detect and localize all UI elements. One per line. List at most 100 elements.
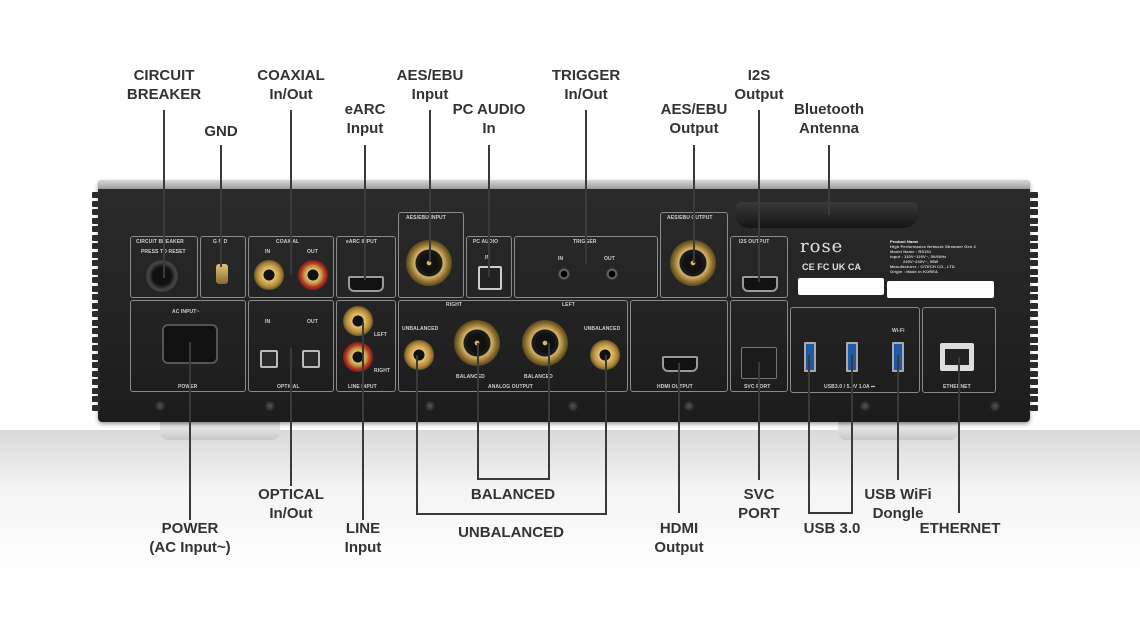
cooling-fin xyxy=(92,353,100,360)
label-aes-ebu-output: AES/EBU OUTPUT xyxy=(667,215,713,221)
callout-optical-line2: In/Out xyxy=(269,505,313,522)
leader-balanced-bar xyxy=(477,478,550,480)
cooling-fin xyxy=(92,294,100,300)
panel-gnd xyxy=(200,236,246,298)
leader-unbalanced-right xyxy=(416,355,418,515)
ethernet-port xyxy=(940,343,974,371)
serial-sticker-1 xyxy=(798,278,884,295)
panel-aes-ebu-input xyxy=(398,212,464,298)
label-optical: OPTICAL xyxy=(277,384,300,390)
callout-power: POWER (AC Input~) xyxy=(149,519,230,557)
callout-gnd: GND xyxy=(204,122,237,141)
callout-aes-ebu-output-line1: AES/EBU xyxy=(660,101,728,118)
leader-balanced-right xyxy=(477,343,479,480)
cooling-fin xyxy=(1030,362,1038,368)
cooling-fin xyxy=(1030,319,1038,326)
earc-hdmi-port xyxy=(348,276,384,292)
cooling-fin xyxy=(92,209,100,215)
label-unbalanced-right: UNBALANCED xyxy=(402,326,439,332)
screw xyxy=(990,401,1000,411)
cooling-fin xyxy=(92,328,100,334)
callout-optical-line1: OPTICAL xyxy=(258,486,324,503)
leader-usb-bar xyxy=(808,512,853,514)
callout-bluetooth: Bluetooth Antenna xyxy=(794,100,864,138)
callout-usb30: USB 3.0 xyxy=(804,519,861,538)
leader-coaxial xyxy=(290,110,292,275)
cooling-fin xyxy=(92,285,100,292)
leader-balanced-left xyxy=(548,343,550,480)
callout-bluetooth-line2: Antenna xyxy=(798,120,859,137)
label-ethernet: ETHERNET xyxy=(943,384,971,390)
callout-i2s-line2: Output xyxy=(734,86,784,103)
leader-gnd xyxy=(220,145,222,267)
cooling-fin xyxy=(1030,396,1038,402)
label-balanced-right: BALANCED xyxy=(456,374,485,380)
leader-line xyxy=(362,322,364,520)
label-analog-right: RIGHT xyxy=(446,302,463,308)
leader-i2s xyxy=(758,110,760,282)
cooling-fin xyxy=(92,396,100,402)
leader-earc xyxy=(364,145,366,280)
cooling-fin xyxy=(92,370,100,377)
cooling-fin xyxy=(92,217,100,224)
callout-unbalanced-line1: UNBALANCED xyxy=(458,524,564,541)
callout-usb30-line1: USB 3.0 xyxy=(803,520,861,537)
panel-line-input xyxy=(336,300,396,392)
label-coaxial: COAXIAL xyxy=(276,239,300,245)
label-hdmi-output: HDMI OUTPUT xyxy=(657,384,693,390)
usb3-port-1 xyxy=(804,342,816,372)
cooling-fin xyxy=(92,268,100,275)
callout-svc-line2: PORT xyxy=(738,505,780,522)
screw xyxy=(155,401,165,411)
panel-power xyxy=(130,300,246,392)
cooling-fin xyxy=(1030,387,1038,394)
callout-line-line2: Input xyxy=(344,539,382,556)
leader-bluetooth xyxy=(828,145,830,215)
trigger-in-jack xyxy=(558,268,570,280)
cooling-fin xyxy=(92,277,100,283)
leader-svc xyxy=(758,362,760,480)
cooling-fin xyxy=(1030,243,1038,249)
label-trigger: TRIGGER xyxy=(573,239,596,245)
callout-trigger: TRIGGER In/Out xyxy=(552,66,620,104)
leader-unbalanced-bar xyxy=(416,513,607,515)
cooling-fin xyxy=(1030,294,1038,300)
label-wifi: Wi-Fi xyxy=(892,328,905,334)
callout-coaxial: COAXIAL In/Out xyxy=(257,66,325,104)
cooling-fin xyxy=(92,387,100,394)
label-analog-output: ANALOG OUTPUT xyxy=(488,384,533,390)
cooling-fin xyxy=(92,404,100,411)
label-optical-out: OUT xyxy=(307,319,318,325)
cooling-fin xyxy=(92,243,100,249)
bluetooth-antenna xyxy=(735,202,918,228)
callout-ethernet-line1: ETHERNET xyxy=(919,520,1001,537)
line-input-left-jack xyxy=(343,306,373,336)
leader-usb-2 xyxy=(851,355,853,513)
label-trigger-in: IN xyxy=(558,256,564,262)
callout-usb-wifi-line1: USB WiFi xyxy=(864,486,932,503)
cooling-fin xyxy=(1030,200,1038,207)
cooling-fin xyxy=(92,192,100,198)
callout-earc: eARC Input xyxy=(345,100,386,138)
coaxial-out-jack xyxy=(298,260,328,290)
callout-ethernet: ETHERNET xyxy=(920,519,1001,538)
screw xyxy=(425,401,435,411)
optical-in-port xyxy=(260,350,278,368)
cooling-fin xyxy=(1030,260,1038,266)
cooling-fin xyxy=(92,311,100,317)
reflection-floor xyxy=(0,430,1140,580)
callout-usb-wifi-line2: Dongle xyxy=(872,505,924,522)
chassis-top-edge xyxy=(98,180,1030,189)
leader-usb-wifi xyxy=(897,355,899,480)
callout-pc-audio-line2: In xyxy=(482,120,496,137)
cooling-fin xyxy=(1030,328,1038,334)
label-product-name-title: Product Name xyxy=(890,239,919,244)
leader-circuit-breaker xyxy=(163,110,165,278)
label-svc-port: SVC PORT xyxy=(744,384,771,390)
label-optical-in: IN xyxy=(265,319,271,325)
optical-out-port xyxy=(302,350,320,368)
label-unbalanced-left: UNBALANCED xyxy=(584,326,621,332)
label-trigger-out: OUT xyxy=(604,256,615,262)
callout-power-line1: POWER xyxy=(161,520,219,537)
